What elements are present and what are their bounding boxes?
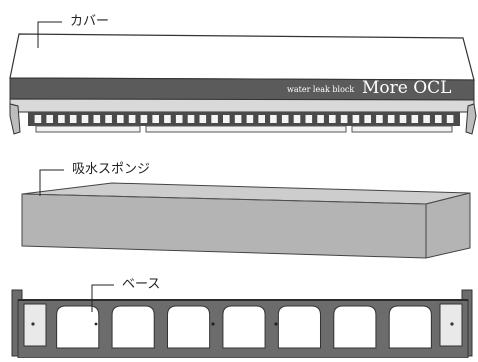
sponge-label: 吸水スポンジ [72, 162, 151, 177]
cover-label: カバー [70, 14, 110, 29]
cover-teeth [34, 115, 454, 123]
cover-tooth [93, 115, 101, 123]
cover-tooth [34, 115, 42, 123]
base-label: ベース [122, 277, 161, 292]
base-window [111, 305, 155, 349]
base-window [277, 305, 321, 349]
base-screw-hole-1 [211, 322, 215, 326]
cover-tooth [187, 115, 195, 123]
cover-tooth [152, 115, 159, 123]
cover-foot-3 [351, 125, 453, 133]
base-leader-line [91, 284, 114, 312]
base-window [388, 305, 432, 349]
base-window [167, 305, 211, 349]
cover-foot-2 [145, 125, 347, 133]
cover-tooth [329, 115, 336, 123]
cover-tooth [46, 115, 53, 123]
base-right-tab-hole [450, 322, 454, 326]
cover-tooth [317, 115, 324, 123]
base-left-tab [23, 303, 47, 347]
cover-tooth [246, 115, 254, 123]
cover-tooth [270, 115, 277, 123]
cover-tooth [105, 115, 112, 123]
cover-tooth [234, 115, 242, 123]
base-part [11, 289, 473, 359]
cover-tooth [164, 115, 171, 123]
cover-tooth [352, 115, 360, 123]
cover-teeth-strip [28, 112, 460, 126]
base-left-tab-hole [31, 322, 35, 326]
cover-tooth [140, 115, 148, 123]
base-windows [56, 305, 432, 349]
cover-tooth [305, 115, 313, 123]
cover-lower-rim [9, 98, 475, 113]
sponge-mid-line [21, 193, 427, 205]
cover-tooth [293, 115, 301, 123]
cover-foot-1 [35, 125, 141, 133]
cover-tooth [446, 115, 454, 123]
cover-tooth [399, 115, 407, 123]
cover-left-clip [9, 103, 21, 135]
base-window [333, 305, 377, 349]
base-screw-hole-2 [274, 322, 278, 326]
base-window [222, 305, 266, 349]
cover-tooth [376, 115, 383, 123]
cover-tooth [69, 115, 77, 123]
sponge-part [21, 182, 471, 259]
cover-tooth [199, 115, 207, 123]
product-tagline: water leak block [287, 85, 355, 94]
cover-right-clip [465, 103, 477, 135]
cover-part [9, 33, 477, 135]
cover-leader-line [37, 21, 62, 48]
cover-tooth [411, 115, 419, 123]
cover-top-face [9, 33, 475, 81]
cover-tooth [387, 115, 395, 123]
product-name: More OCL [362, 78, 452, 98]
cover-tooth [281, 115, 289, 123]
cover-tooth [364, 115, 371, 123]
cover-tooth [175, 115, 183, 123]
sponge-leader-line [39, 169, 64, 196]
cover-tooth [223, 115, 230, 123]
cover-tooth [58, 115, 65, 123]
cover-tooth [340, 115, 348, 123]
cover-tooth [117, 115, 124, 123]
base-window [56, 305, 100, 349]
cover-tooth [423, 115, 430, 123]
cover-tooth [128, 115, 136, 123]
cover-tooth [211, 115, 218, 123]
cover-tooth [81, 115, 89, 123]
base-screw-hole-3 [94, 322, 98, 326]
cover-tooth [258, 115, 265, 123]
cover-tooth [435, 115, 442, 123]
